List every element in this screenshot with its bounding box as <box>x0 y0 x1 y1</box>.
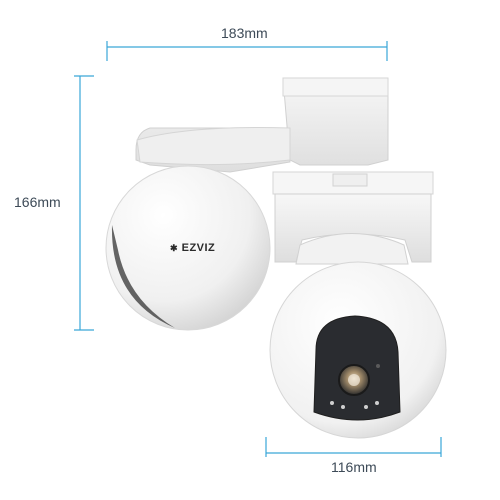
width-dimension-line <box>106 41 388 61</box>
side-view-camera-body <box>105 165 271 331</box>
ir-leds <box>330 401 379 409</box>
height-dimension-line <box>74 75 94 331</box>
height-dimension-label: 166mm <box>14 194 61 210</box>
brand-logo-text: EZVIZ <box>181 242 216 254</box>
depth-dimension-line <box>265 437 442 457</box>
depth-dimension-label: 116mm <box>331 459 377 475</box>
brand-logo: ✱ EZVIZ <box>170 242 215 254</box>
brand-logo-icon: ✱ <box>170 243 179 253</box>
side-view-mount <box>135 77 389 173</box>
front-view-mount <box>272 171 434 265</box>
front-view-camera-body <box>269 261 447 439</box>
width-dimension-label: 183mm <box>221 25 268 41</box>
